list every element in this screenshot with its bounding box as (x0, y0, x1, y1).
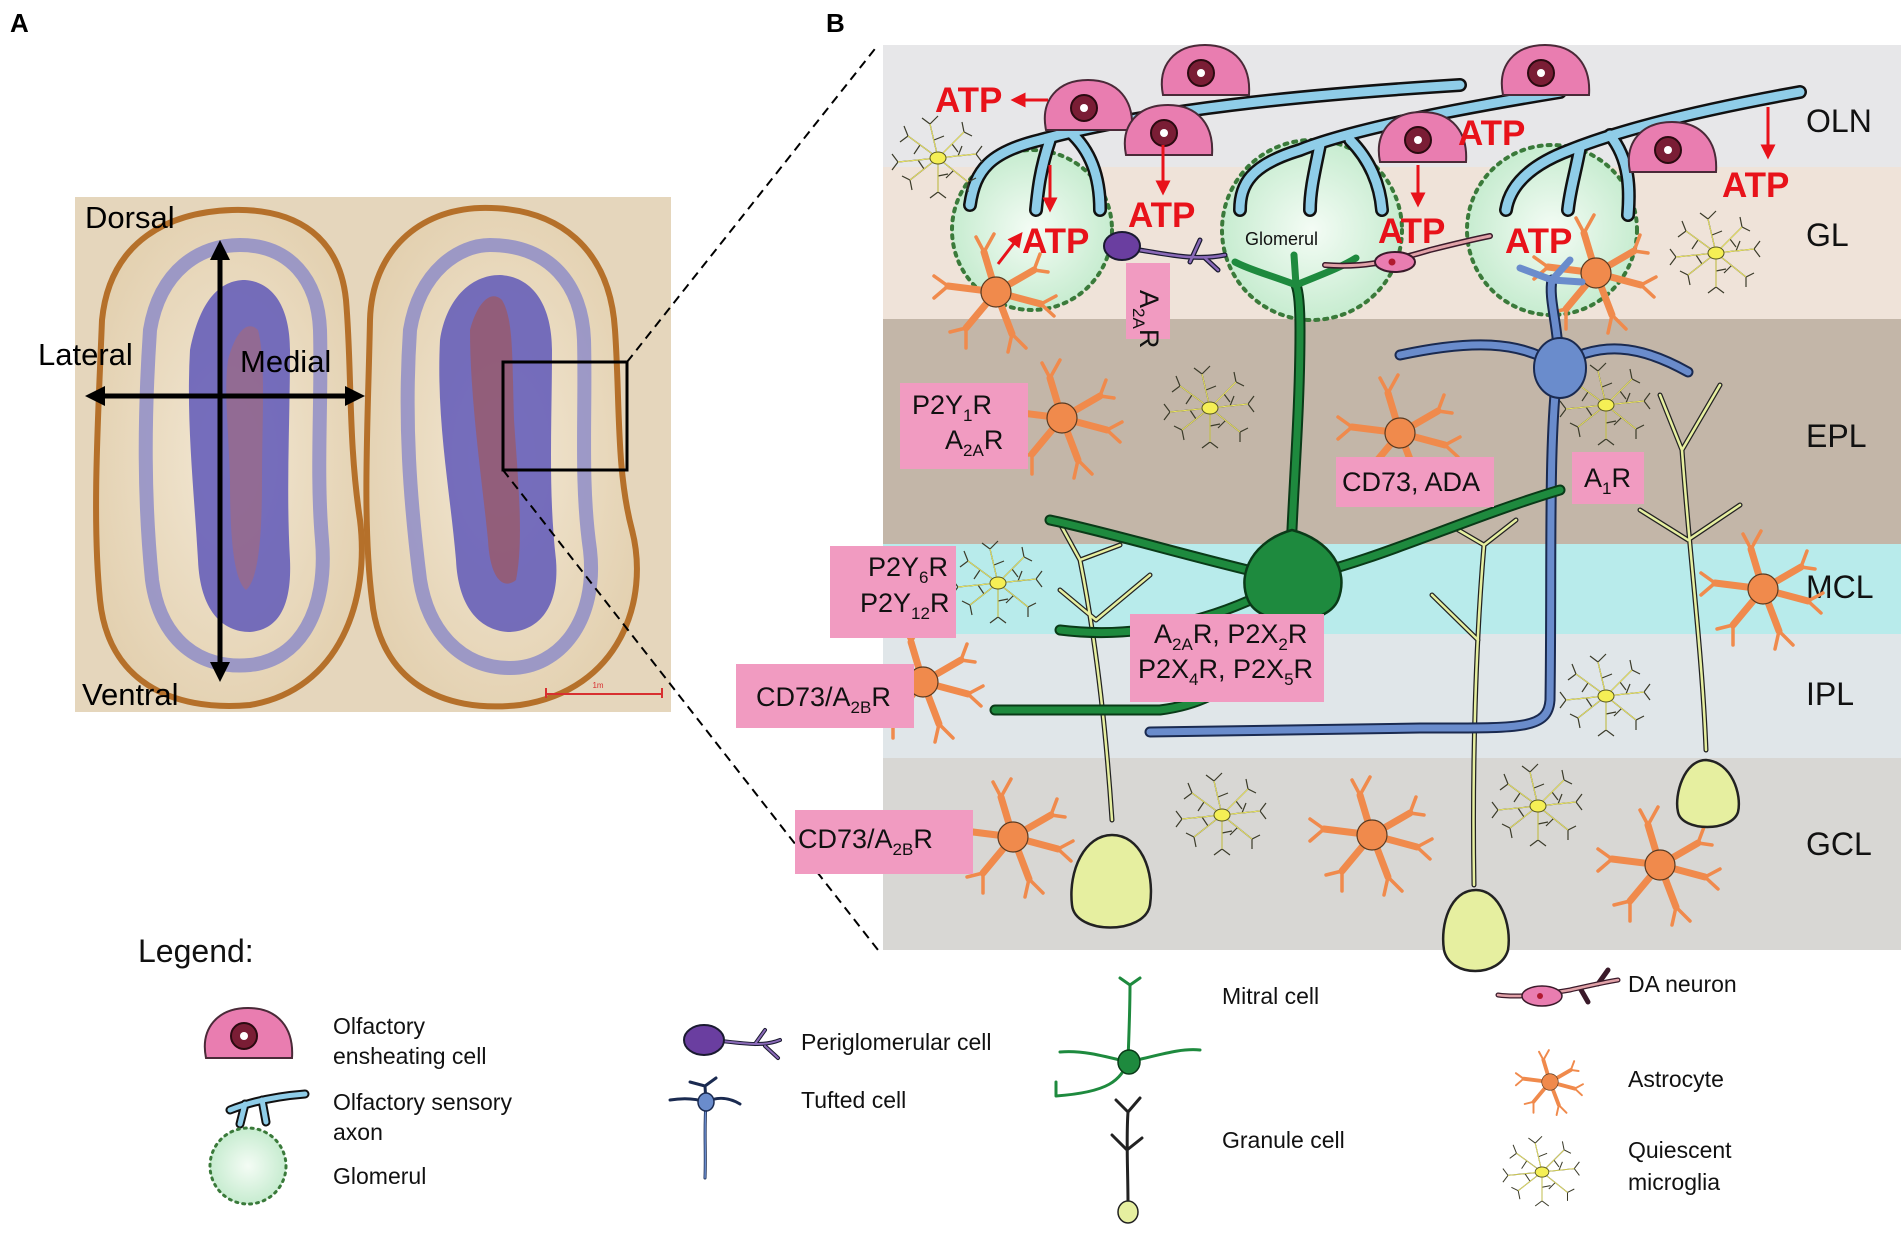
layer-label-ipl: IPL (1806, 676, 1854, 712)
legend-oec-label-1: Olfactory (333, 1013, 426, 1039)
periglomerular-cell (1103, 231, 1228, 273)
da-neuron (1322, 233, 1493, 273)
legend: Legend: Olfactory ensheating cell Olfact… (138, 933, 1737, 1224)
legend-mitral-icon (1054, 976, 1202, 1098)
legend-granule-icon (1110, 1096, 1144, 1224)
svg-text:CD73/A2BR: CD73/A2BR (756, 682, 891, 717)
layer-band-ipl (883, 634, 1901, 758)
legend-microglia-label-1: Quiescent (1628, 1137, 1732, 1163)
svg-text:A2AR: A2AR (1129, 290, 1164, 348)
label-p2y6-p2y12: P2Y6R P2Y12R (830, 546, 956, 638)
olfactory-sensory-axons (963, 78, 1807, 222)
atp-label-4: ATP (1378, 212, 1445, 251)
svg-text:A2AR: A2AR (945, 425, 1003, 460)
legend-da-icon (1495, 967, 1621, 1007)
zoom-line-top (626, 44, 879, 363)
atp-label-1: ATP (935, 81, 1002, 120)
label-cd73-ada: CD73, ADA (1336, 457, 1494, 507)
svg-text:CD73, ADA: CD73, ADA (1342, 467, 1480, 497)
label-mitral-receptors: A2AR, P2X2R P2X4R, P2X5R (1130, 614, 1324, 702)
label-cd73-a2b-gcl: CD73/A2BR (795, 810, 973, 874)
legend-axon-label-2: axon (333, 1119, 383, 1145)
svg-text:A1R: A1R (1584, 463, 1631, 498)
legend-mitral-label: Mitral cell (1222, 983, 1319, 1009)
scale-bar-label: 1m (592, 681, 603, 690)
tufted-cell (1144, 256, 1694, 738)
label-medial: Medial (240, 344, 331, 379)
legend-da-label: DA neuron (1628, 971, 1737, 997)
label-a2a-gl: A2AR (1126, 263, 1170, 348)
atp-label-6: ATP (1505, 222, 1572, 261)
legend-axon-label-1: Olfactory sensory (333, 1089, 512, 1115)
svg-text:P2Y6R: P2Y6R (868, 552, 948, 587)
legend-microglia-label-2: microglia (1628, 1169, 1720, 1195)
legend-granule-label: Granule cell (1222, 1127, 1345, 1153)
panel-label-a: A (10, 8, 29, 38)
legend-tufted-icon (668, 1076, 742, 1180)
label-a1r: A1R (1572, 452, 1644, 504)
layer-band-gcl (883, 758, 1901, 950)
layer-label-gcl: GCL (1806, 826, 1872, 862)
label-cd73-a2b-ipl: CD73/A2BR (736, 664, 914, 728)
legend-oec-icon (203, 1007, 294, 1059)
panel-label-b: B (826, 8, 845, 38)
inset-box (501, 360, 629, 472)
layer-label-epl: EPL (1806, 418, 1866, 454)
legend-periglomerular-label: Periglomerular cell (801, 1029, 991, 1055)
label-p2y1-a2a: P2Y1R A2AR (900, 383, 1028, 469)
layer-label-oln: OLN (1806, 103, 1872, 139)
granule-cells (1055, 382, 1743, 973)
atp-label-3: ATP (1128, 196, 1195, 235)
atp-label-5: ATP (1458, 114, 1525, 153)
legend-astrocyte-icon (1513, 1048, 1585, 1117)
legend-glomerul-label: Glomerul (333, 1163, 426, 1189)
legend-title: Legend: (138, 933, 254, 969)
svg-text:P2Y12R: P2Y12R (860, 588, 949, 623)
layer-label-gl: GL (1806, 217, 1849, 253)
layer-label-mcl: MCL (1806, 569, 1874, 605)
panel-a-section: 1m Dorsal Ventral Lateral Medial (38, 197, 671, 712)
legend-periglomerular-icon (683, 1024, 782, 1060)
label-ventral: Ventral (82, 677, 179, 712)
legend-tufted-label: Tufted cell (801, 1087, 906, 1113)
svg-text:P2X4R, P2X5R: P2X4R, P2X5R (1138, 654, 1313, 689)
legend-astrocyte-label: Astrocyte (1628, 1066, 1724, 1092)
legend-oec-label-2: ensheating cell (333, 1043, 486, 1069)
svg-text:P2Y1R: P2Y1R (912, 390, 992, 425)
legend-axon-icon (225, 1089, 310, 1129)
svg-text:A2AR, P2X2R: A2AR, P2X2R (1154, 619, 1307, 654)
legend-glomerul-icon (208, 1126, 288, 1206)
layer-band-mcl (883, 544, 1901, 634)
legend-microglia-icon (1502, 1135, 1580, 1207)
label-lateral: Lateral (38, 337, 133, 372)
panel-b-layers: OLN GL EPL MCL IPL GCL Glomerul (736, 44, 1901, 973)
atp-label-7: ATP (1722, 166, 1789, 205)
atp-label-2: ATP (1022, 222, 1089, 261)
zoom-line-bottom (502, 469, 879, 951)
atp-arrows (996, 92, 1776, 265)
glomerul-label: Glomerul (1245, 229, 1318, 249)
svg-text:CD73/A2BR: CD73/A2BR (798, 824, 933, 859)
label-dorsal: Dorsal (85, 200, 175, 235)
